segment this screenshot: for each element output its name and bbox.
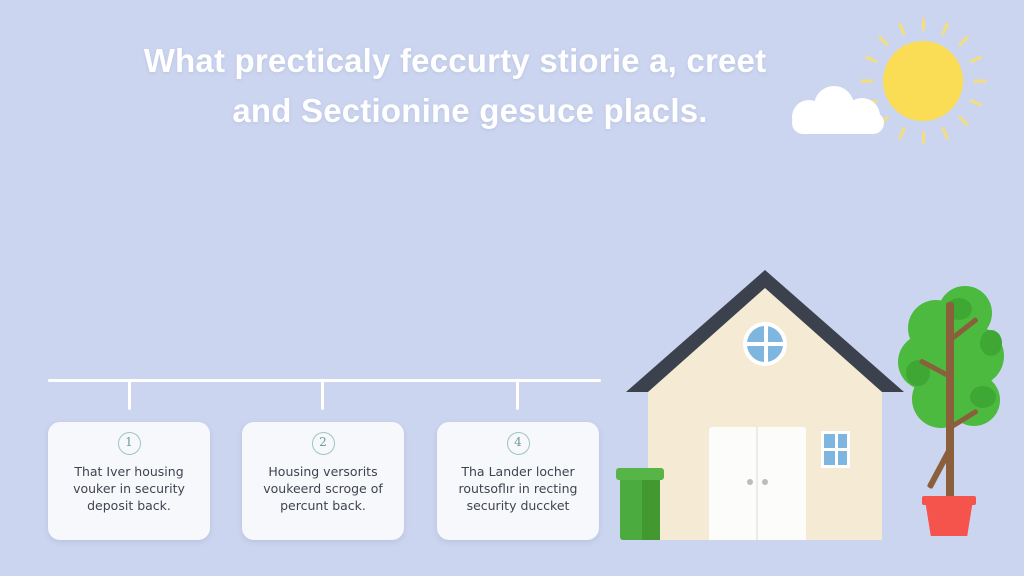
step-badge-3: 4 [506, 432, 530, 455]
step-card-3[interactable]: 4 Tha Lander locher routsoflır in rectin… [437, 422, 599, 540]
step-card-1-line-3: deposit back. [87, 498, 171, 513]
step-card-3-line-1: Tha Lander locher [461, 464, 575, 479]
step-card-2-line-1: Housing versorits [268, 464, 378, 479]
sun-disc [883, 41, 963, 121]
sun-icon [860, 18, 986, 144]
side-window-icon [821, 431, 850, 468]
house-door [709, 427, 806, 540]
step-badge-2: 2 [311, 432, 335, 455]
timeline-tick-3 [516, 380, 519, 410]
potted-tree-illustration [894, 278, 1012, 540]
attic-window-icon [743, 322, 787, 366]
title-line-2: and Sectionine gesuce placls. [232, 92, 708, 129]
trash-bin-icon [616, 468, 664, 540]
cloud-icon [790, 86, 886, 134]
step-card-3-line-2: routsoflır in recting [458, 481, 578, 496]
house-illustration [626, 270, 904, 540]
timeline-tick-2 [321, 380, 324, 410]
step-card-3-line-3: security duccket [466, 498, 570, 513]
step-card-2-line-3: percunt back. [280, 498, 366, 513]
flower-pot [925, 500, 973, 536]
step-card-1-line-2: vouker in security [73, 481, 185, 496]
step-card-1[interactable]: 1 That Iver housing vouker in security d… [48, 422, 210, 540]
step-card-2-text: Housing versorits voukeerd scroge of per… [250, 463, 396, 514]
timeline-axis [48, 379, 601, 382]
step-badge-1: 1 [117, 432, 141, 455]
step-card-1-text: That Iver housing vouker in security dep… [56, 463, 202, 514]
step-card-2[interactable]: 2 Housing versorits voukeerd scroge of p… [242, 422, 404, 540]
timeline-tick-1 [128, 380, 131, 410]
step-card-3-text: Tha Lander locher routsoflır in recting … [445, 463, 591, 514]
step-card-1-line-1: That Iver housing [74, 464, 184, 479]
step-card-2-line-2: voukeerd scroge of [263, 481, 383, 496]
title-line-1: What precticaly feccurty stiorie a, cree… [143, 42, 767, 79]
page-title: What precticaly feccurty stiorie a, cree… [60, 36, 850, 136]
